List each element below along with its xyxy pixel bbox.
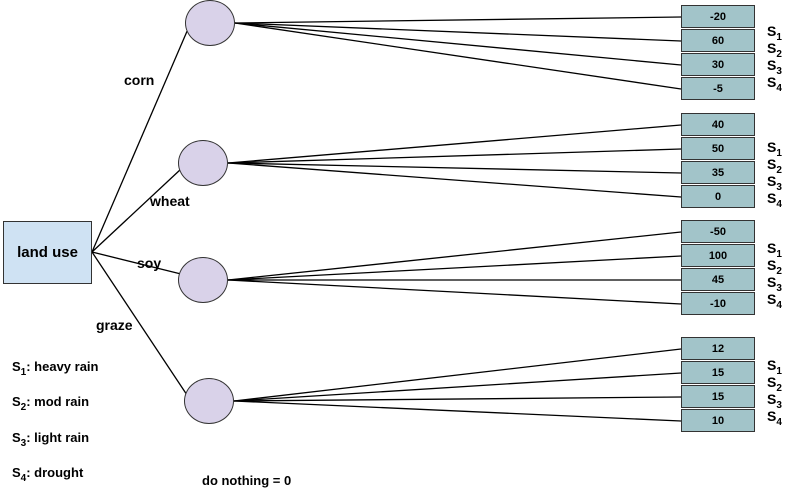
payoff-corn-s4: -5 xyxy=(681,77,755,100)
chance-node-graze xyxy=(184,378,234,424)
edge-corn-s2 xyxy=(234,22,682,42)
edge-graze-s2 xyxy=(233,372,682,402)
edge-root-corn xyxy=(91,28,189,253)
state-label-graze-s3: S3 xyxy=(767,391,782,411)
state-label-graze-s4: S4 xyxy=(767,408,782,428)
edge-graze-s3 xyxy=(233,396,682,402)
payoff-soy-s3: 45 xyxy=(681,268,755,291)
state-label-corn-s1: S1 xyxy=(767,23,782,43)
legend-item-s3: S3: light rain xyxy=(12,430,90,449)
edge-root-soy xyxy=(91,251,182,275)
edge-graze-s1 xyxy=(233,348,682,402)
state-label-corn-s2: S2 xyxy=(767,40,782,60)
payoff-corn-s2: 60 xyxy=(681,29,755,52)
edge-soy-s2 xyxy=(227,255,682,281)
decision-node-land-use: land use xyxy=(3,221,92,284)
payoff-soy-s2: 100 xyxy=(681,244,755,267)
state-label-soy-s4: S4 xyxy=(767,291,782,311)
payoff-wheat-s1: 40 xyxy=(681,113,755,136)
edge-soy-s1 xyxy=(227,231,682,281)
payoff-graze-s1: 12 xyxy=(681,337,755,360)
payoff-corn-s3: 30 xyxy=(681,53,755,76)
legend-item-s4: S4: drought xyxy=(12,465,84,484)
branch-label-soy: soy xyxy=(137,255,162,271)
state-label-corn-s3: S3 xyxy=(767,57,782,77)
edge-corn-s1 xyxy=(234,16,682,24)
edge-wheat-s3 xyxy=(227,162,682,174)
state-label-graze-s1: S1 xyxy=(767,357,782,377)
branch-label-graze: graze xyxy=(96,317,133,333)
branch-label-wheat: wheat xyxy=(150,193,190,209)
payoff-soy-s1: -50 xyxy=(681,220,755,243)
state-label-graze-s2: S2 xyxy=(767,374,782,394)
edge-corn-s4 xyxy=(234,22,682,90)
do-nothing-note: do nothing = 0 xyxy=(202,473,292,488)
state-label-soy-s2: S2 xyxy=(767,257,782,277)
payoff-graze-s2: 15 xyxy=(681,361,755,384)
state-label-wheat-s1: S1 xyxy=(767,139,782,159)
payoff-soy-s4: -10 xyxy=(681,292,755,315)
payoff-wheat-s4: 0 xyxy=(681,185,755,208)
chance-node-wheat xyxy=(178,140,228,186)
edge-root-wheat xyxy=(91,168,182,253)
chance-node-soy xyxy=(178,257,228,303)
edge-root-graze xyxy=(91,251,188,396)
payoff-wheat-s2: 50 xyxy=(681,137,755,160)
decision-node-label: land use xyxy=(17,244,78,261)
branch-label-corn: corn xyxy=(124,72,155,88)
payoff-wheat-s3: 35 xyxy=(681,161,755,184)
state-label-soy-s3: S3 xyxy=(767,274,782,294)
edge-wheat-s4 xyxy=(227,162,682,198)
state-label-wheat-s4: S4 xyxy=(767,190,782,210)
state-label-soy-s1: S1 xyxy=(767,240,782,260)
edge-wheat-s1 xyxy=(227,124,682,164)
edge-soy-s4 xyxy=(227,279,682,305)
edge-graze-s4 xyxy=(233,400,682,422)
state-label-wheat-s2: S2 xyxy=(767,156,782,176)
edge-wheat-s2 xyxy=(227,148,682,164)
legend-item-s1: S1: heavy rain xyxy=(12,359,99,378)
chance-node-corn xyxy=(185,0,235,46)
legend-item-s2: S2: mod rain xyxy=(12,394,90,413)
state-label-wheat-s3: S3 xyxy=(767,173,782,193)
edge-corn-s3 xyxy=(234,22,682,66)
state-label-corn-s4: S4 xyxy=(767,74,782,94)
payoff-graze-s3: 15 xyxy=(681,385,755,408)
payoff-graze-s4: 10 xyxy=(681,409,755,432)
payoff-corn-s1: -20 xyxy=(681,5,755,28)
